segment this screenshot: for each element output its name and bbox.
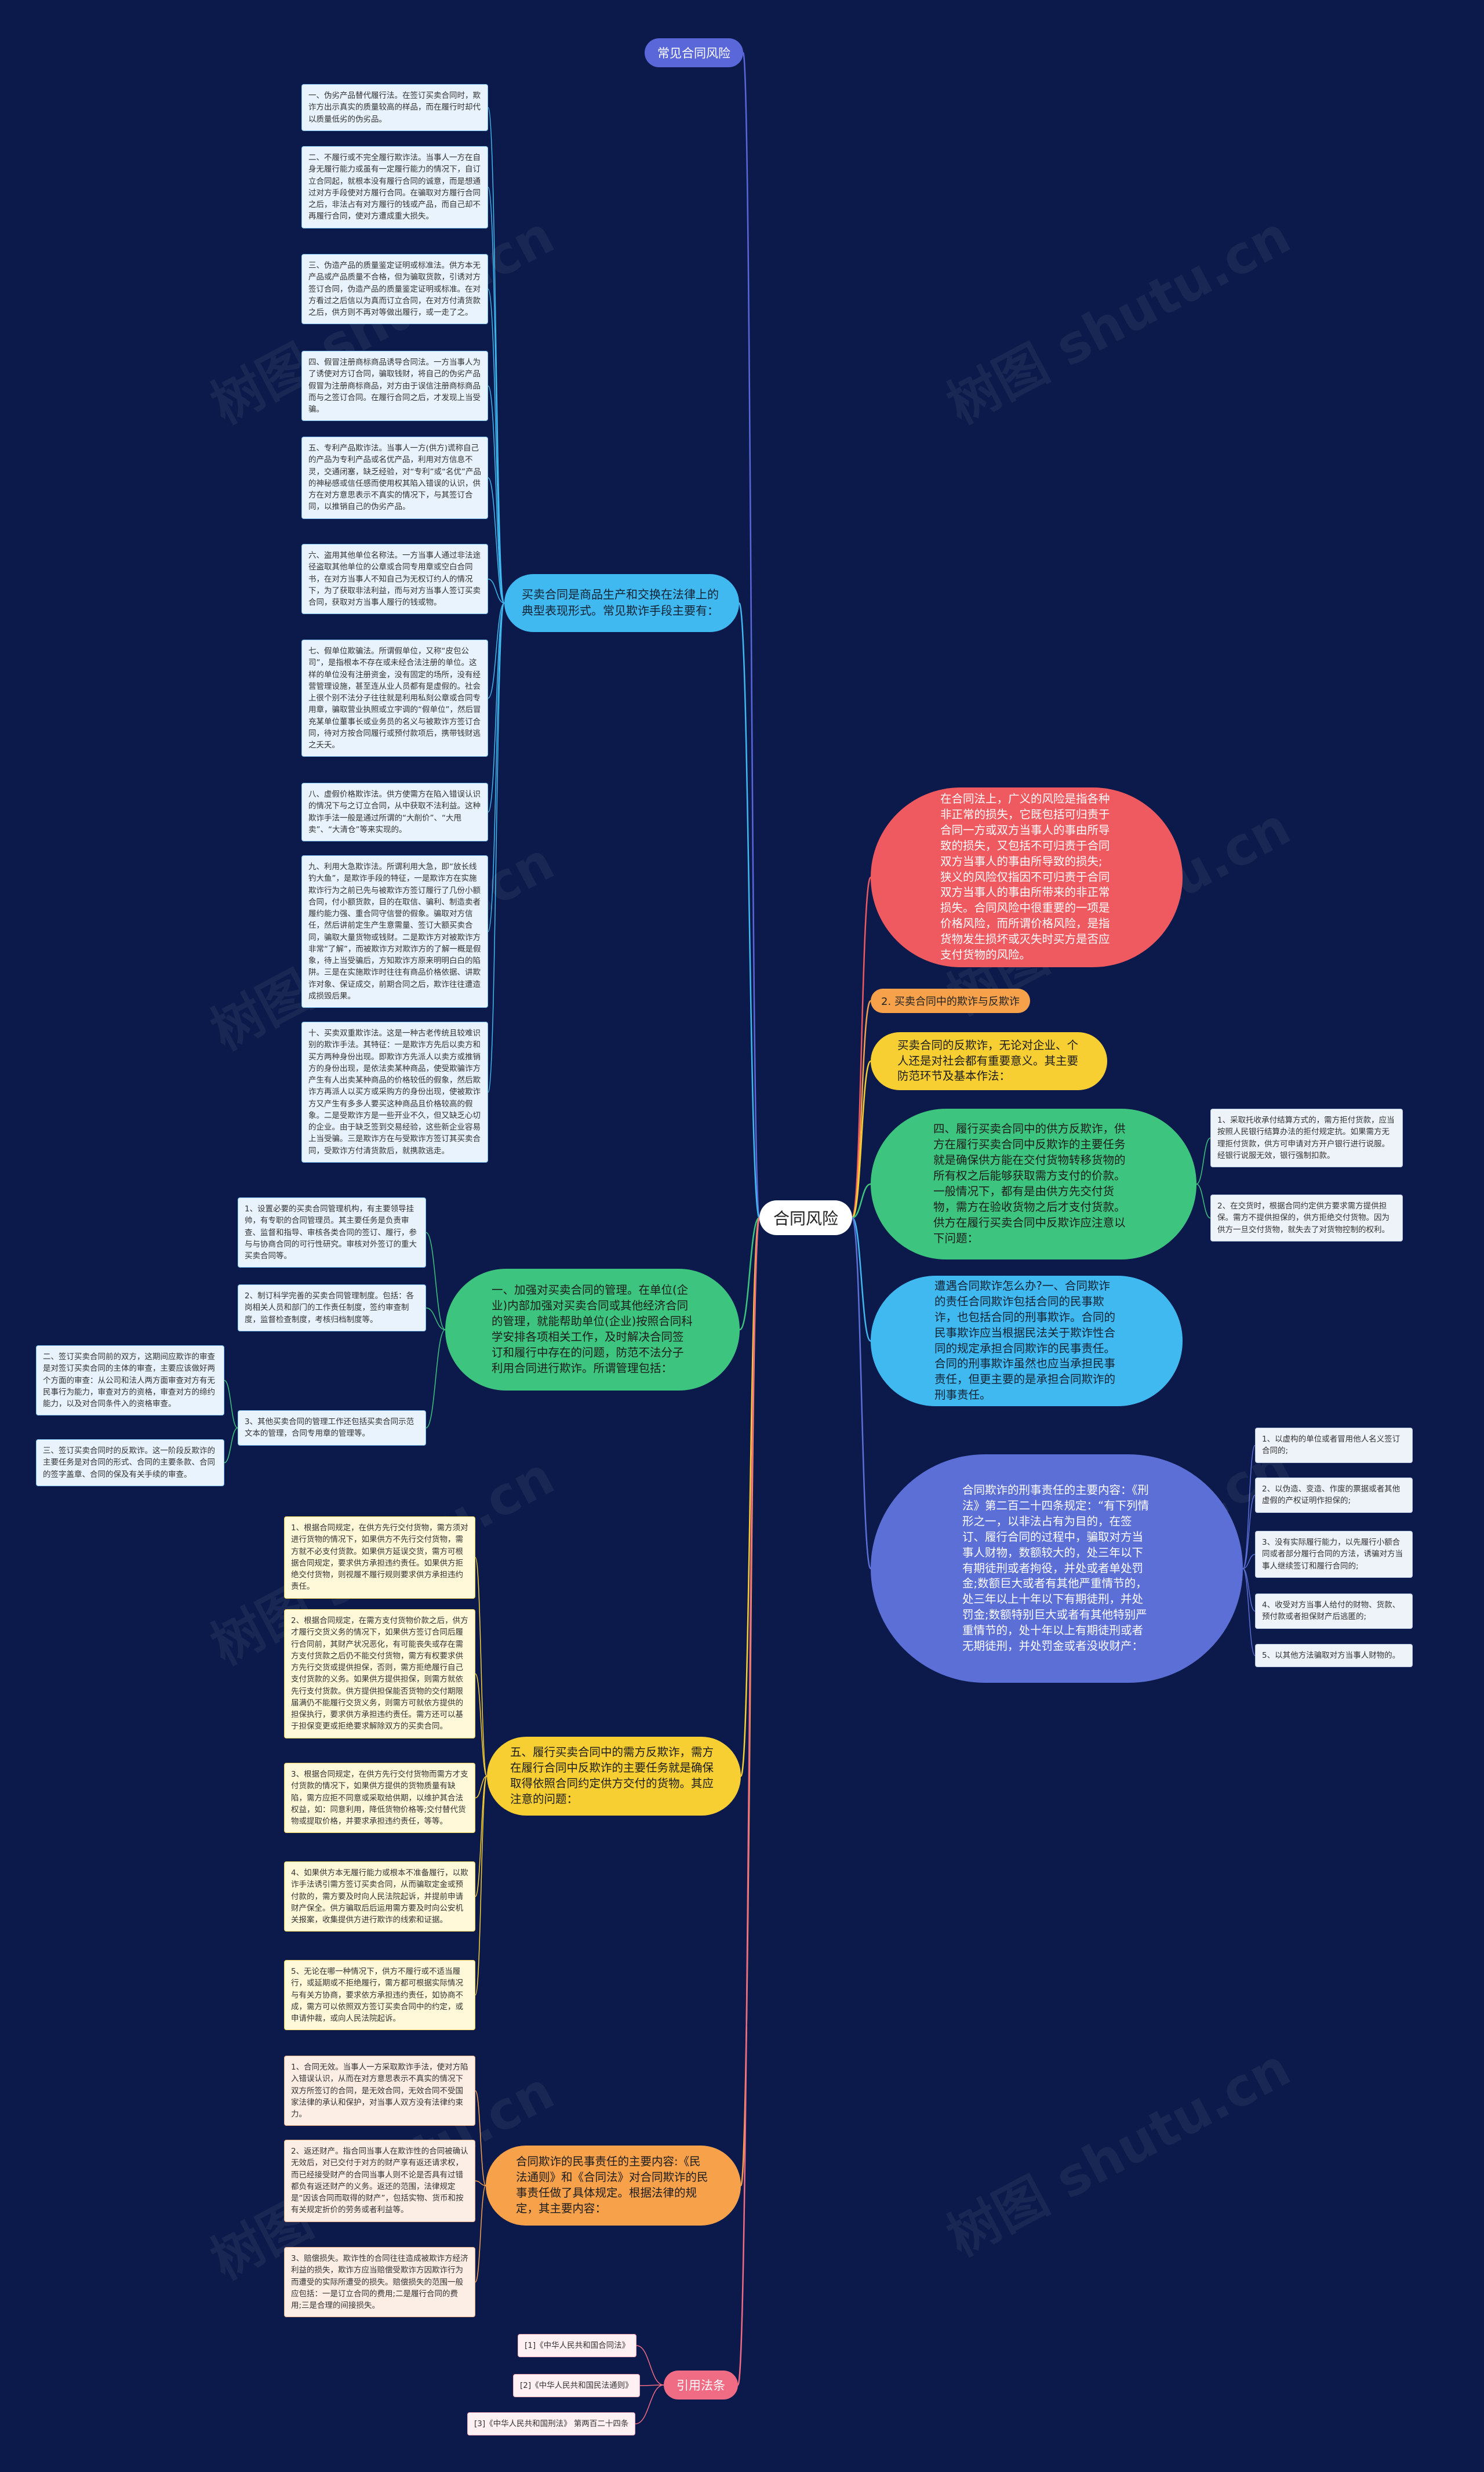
buyer-leaf: 1、根据合同规定，在供方先行交付货物，需方须对进行货物的情况下，如果供方不先行交… [284, 1516, 475, 1599]
seller-leaf: 1、采取托收承付结算方式的，需方拒付货款，应当按照人民银行结算办法的拒付规定抗。… [1210, 1109, 1403, 1167]
manage-leaf: 2、制订科学完善的买卖合同管理制度。包括：各岗相关人员和部门的工作责任制度，签约… [238, 1284, 426, 1331]
buyer-leaf: 3、根据合同规定，在供方先行交付货物而需方才支付货款的情况下，如果供方提供的货物… [284, 1763, 475, 1834]
fraud-leaf: 十、买卖双重欺诈法。这是一种古老传统且较难识别的欺诈手法。其特征：一是欺诈方先后… [301, 1022, 488, 1163]
connector-line [475, 1776, 488, 1799]
root-node[interactable]: 合同风险 [759, 1200, 852, 1235]
civil-leaf: 3、赔偿损失。欺诈性的合同往往造成被欺诈方经济利益的损失，欺诈方应当赔偿受欺诈方… [284, 2247, 475, 2318]
connector-line [425, 1232, 446, 1330]
fraud-leaf: 五、专利产品欺诈法。当事人一方(供方)谎称自己的产品为专利产品或名优产品，利用对… [301, 437, 488, 519]
civil-liability-node[interactable]: 合同欺诈的民事责任的主要内容:《民法通则》和《合同法》对合同欺诈的民事责任做了具… [486, 2146, 741, 2226]
fraud-leaf: 一、伪劣产品替代履行法。在签订买卖合同时，欺诈方出示真实的质量较高的样品，而在履… [301, 84, 488, 131]
connector-line [475, 1673, 488, 1777]
connector-line [425, 1307, 446, 1330]
manage-sub-leaf: 三、签订买卖合同时的反欺诈。这一阶段反欺诈的主要任务是对合同的形式、合同的主要条… [36, 1439, 224, 1486]
connector-line [635, 2384, 664, 2424]
connector-line [1242, 1568, 1256, 1612]
fraud-leaf: 六、盗用其他单位名称法。一方当事人通过非法途径盗取其他单位的公章或合同专用章或空… [301, 544, 488, 615]
connector-line [1242, 1494, 1256, 1569]
connector-line [851, 876, 872, 1219]
connector-line [636, 2345, 664, 2386]
buyer-leaf: 2、根据合同规定，在需方支付货物价款之后，供方才履行交货义务的情况下，如果供方签… [284, 1609, 475, 1738]
manage-leaf: 1、设置必要的买卖合同管理机构，有主要领导挂帅，有专职的合同管理员。其主要任务是… [238, 1197, 426, 1268]
connector-line [851, 1217, 872, 1342]
contract-management-node[interactable]: 一、加强对买卖合同的管理。在单位(企业)内部加强对买卖合同或其他经济合同的管理，… [445, 1269, 740, 1391]
connector-line [1242, 1444, 1256, 1569]
law-leaf: [3]《中华人民共和国刑法》 第两百二十四条 [467, 2412, 636, 2436]
connector-line [1242, 1553, 1256, 1569]
connector-line [475, 2185, 486, 2283]
criminal-leaf: 4、收受对方当事人给付的财物、货款、预付款或者担保财产后逃匿的; [1255, 1593, 1413, 1629]
connector-line [488, 288, 505, 604]
buyer-leaf: 5、无论在哪一种情况下，供方不履行或不适当履行，或延期或不拒绝履行，需方都可根据… [284, 1960, 475, 2031]
connector-line [1242, 1568, 1256, 1656]
connector-line [425, 1329, 446, 1429]
connector-line [488, 385, 505, 604]
fraud-methods-node[interactable]: 买卖合同是商品生产和交换在法律上的典型表现形式。常见欺诈手段主要有： [504, 574, 739, 632]
criminal-leaf: 3、没有实际履行能力，以先履行小额合同或者部分履行合同的方法，诱骗对方当事人继续… [1255, 1531, 1413, 1578]
buyer-anti-fraud-node[interactable]: 五、履行买卖合同中的需方反欺诈，需方在履行合同中反欺诈的主要任务就是确保取得依照… [487, 1737, 741, 1816]
criminal-leaf: 2、以伪造、变造、作废的票据或者其他虚假的产权证明作担保的; [1255, 1478, 1413, 1513]
connector-line [488, 602, 505, 813]
connector-line [488, 602, 505, 699]
connector-line [488, 578, 505, 604]
seller-anti-fraud-node[interactable]: 四、履行买卖合同中的供方反欺诈，供方在履行买卖合同中反欺诈的主要任务就是确保供方… [871, 1109, 1196, 1259]
connector-line [739, 1217, 760, 1331]
connector-line [475, 2090, 486, 2186]
connector-line [475, 1557, 488, 1777]
connector-line [475, 1776, 488, 1897]
fraud-leaf: 二、不履行或不完全履行欺诈法。当事人一方在自身无履行能力或虽有一定履行能力的情况… [301, 146, 488, 228]
civil-leaf: 1、合同无效。当事人一方采取欺诈手法，使对方陷入错误认识，从而在对方意思表示不真… [284, 2056, 475, 2126]
connector-line [1196, 1137, 1211, 1185]
connector-line [851, 1217, 872, 1570]
connector-line [488, 602, 505, 1093]
connector-line [851, 1060, 872, 1219]
common-risk-pill[interactable]: 常见合同风险 [645, 38, 743, 67]
connector-line [488, 602, 505, 932]
connector-line [639, 2384, 664, 2386]
connector-line [737, 1217, 761, 2386]
anti-fraud-significance-node[interactable]: 买卖合同的反欺诈，无论对企业、个人还是对社会都有重要意义。其主要防范环节及基本作… [871, 1032, 1107, 1090]
criminal-leaf: 5、以其他方法骗取对方当事人财物的。 [1255, 1644, 1413, 1668]
fraud-leaf: 三、伪造产品的质量鉴定证明或标准法。供方本无产品或产品质量不合格，但为骗取货款，… [301, 254, 488, 325]
criminal-leaf: 1、以虚构的单位或者冒用他人名义签订合同的; [1255, 1428, 1413, 1463]
liability-overview-node[interactable]: 遭遇合同欺诈怎么办?一、合同欺诈的责任合同欺诈包括合同的民事欺诈，也包括合同的刑… [871, 1276, 1183, 1406]
manage-leaf: 3、其他买卖合同的管理工作还包括买卖合同示范文本的管理，合同专用章的管理等。 [238, 1410, 426, 1446]
connector-line [488, 477, 505, 604]
manage-sub-leaf: 二、签订买卖合同前的双方，这期间应欺诈的审查是对签订买卖合同的主体的审查，主要应… [36, 1345, 224, 1416]
law-leaf: [2]《中华人民共和国民法通则》 [513, 2374, 640, 2398]
connector-line [738, 602, 761, 1219]
connector-line [852, 1183, 871, 1219]
law-leaf: [1]《中华人民共和国合同法》 [518, 2334, 637, 2358]
criminal-liability-node[interactable]: 合同欺诈的刑事责任的主要内容：《刑法》第二百二十四条规定：“有下列情形之一，以非… [871, 1454, 1243, 1683]
fraud-leaf: 九、利用大急欺诈法。所谓利用大急，即“放长线钓大鱼”，是欺诈手段的特征，一是欺诈… [301, 855, 488, 1008]
connector-line [475, 2180, 486, 2186]
buyer-leaf: 4、如果供方本无履行能力或根本不准备履行，以欺诈手法诱引需方签订买卖合同，从而骗… [284, 1861, 475, 1932]
sales-contract-fraud-pill[interactable]: 2. 买卖合同中的欺诈与反欺诈 [871, 989, 1030, 1013]
civil-leaf: 2、返还财产。指合同当事人在欺诈性的合同被确认无效后，对已交付于对方的财产享有返… [284, 2140, 475, 2222]
cited-laws-pill[interactable]: 引用法条 [664, 2371, 738, 2400]
connector-line [742, 52, 761, 1219]
connector-line [224, 1380, 238, 1429]
fraud-leaf: 八、虚假价格欺诈法。供方使需方在陷入错误认识的情况下与之订立合同，从中获取不法利… [301, 783, 488, 841]
connector-line [488, 107, 505, 604]
fraud-leaf: 四、假冒注册商标商品诱导合同法。一方当事人为了诱使对方订合同，骗取钱财，将自己的… [301, 351, 488, 422]
connector-line [475, 1776, 488, 1996]
seller-leaf: 2、在交货时，根据合同约定供方要求需方提供担保。需方不提供担保的，供方拒绝交付货… [1210, 1195, 1403, 1242]
connector-line [224, 1427, 238, 1464]
connector-line [488, 187, 505, 604]
fraud-leaf: 七、假单位欺骗法。所谓假单位，又称“皮包公司”，是指根本不存在或未经合法注册的单… [301, 640, 488, 757]
connector-line [1196, 1184, 1211, 1219]
risk-definition-node[interactable]: 在合同法上，广义的风险是指各种非正常的损失，它既包括可归责于合同一方或双方当事人… [871, 787, 1183, 967]
